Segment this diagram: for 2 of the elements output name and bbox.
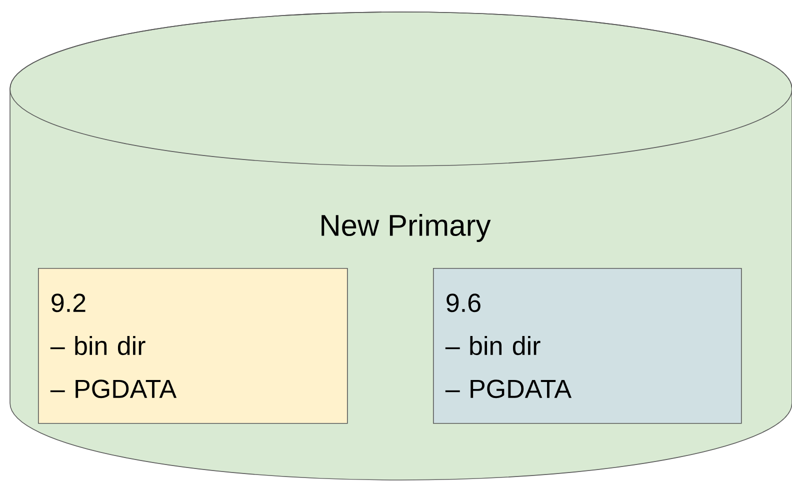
version-box: 9.6 – bin dir – PGDATA [433, 268, 742, 424]
version-box: 9.2 – bin dir – PGDATA [38, 268, 348, 424]
